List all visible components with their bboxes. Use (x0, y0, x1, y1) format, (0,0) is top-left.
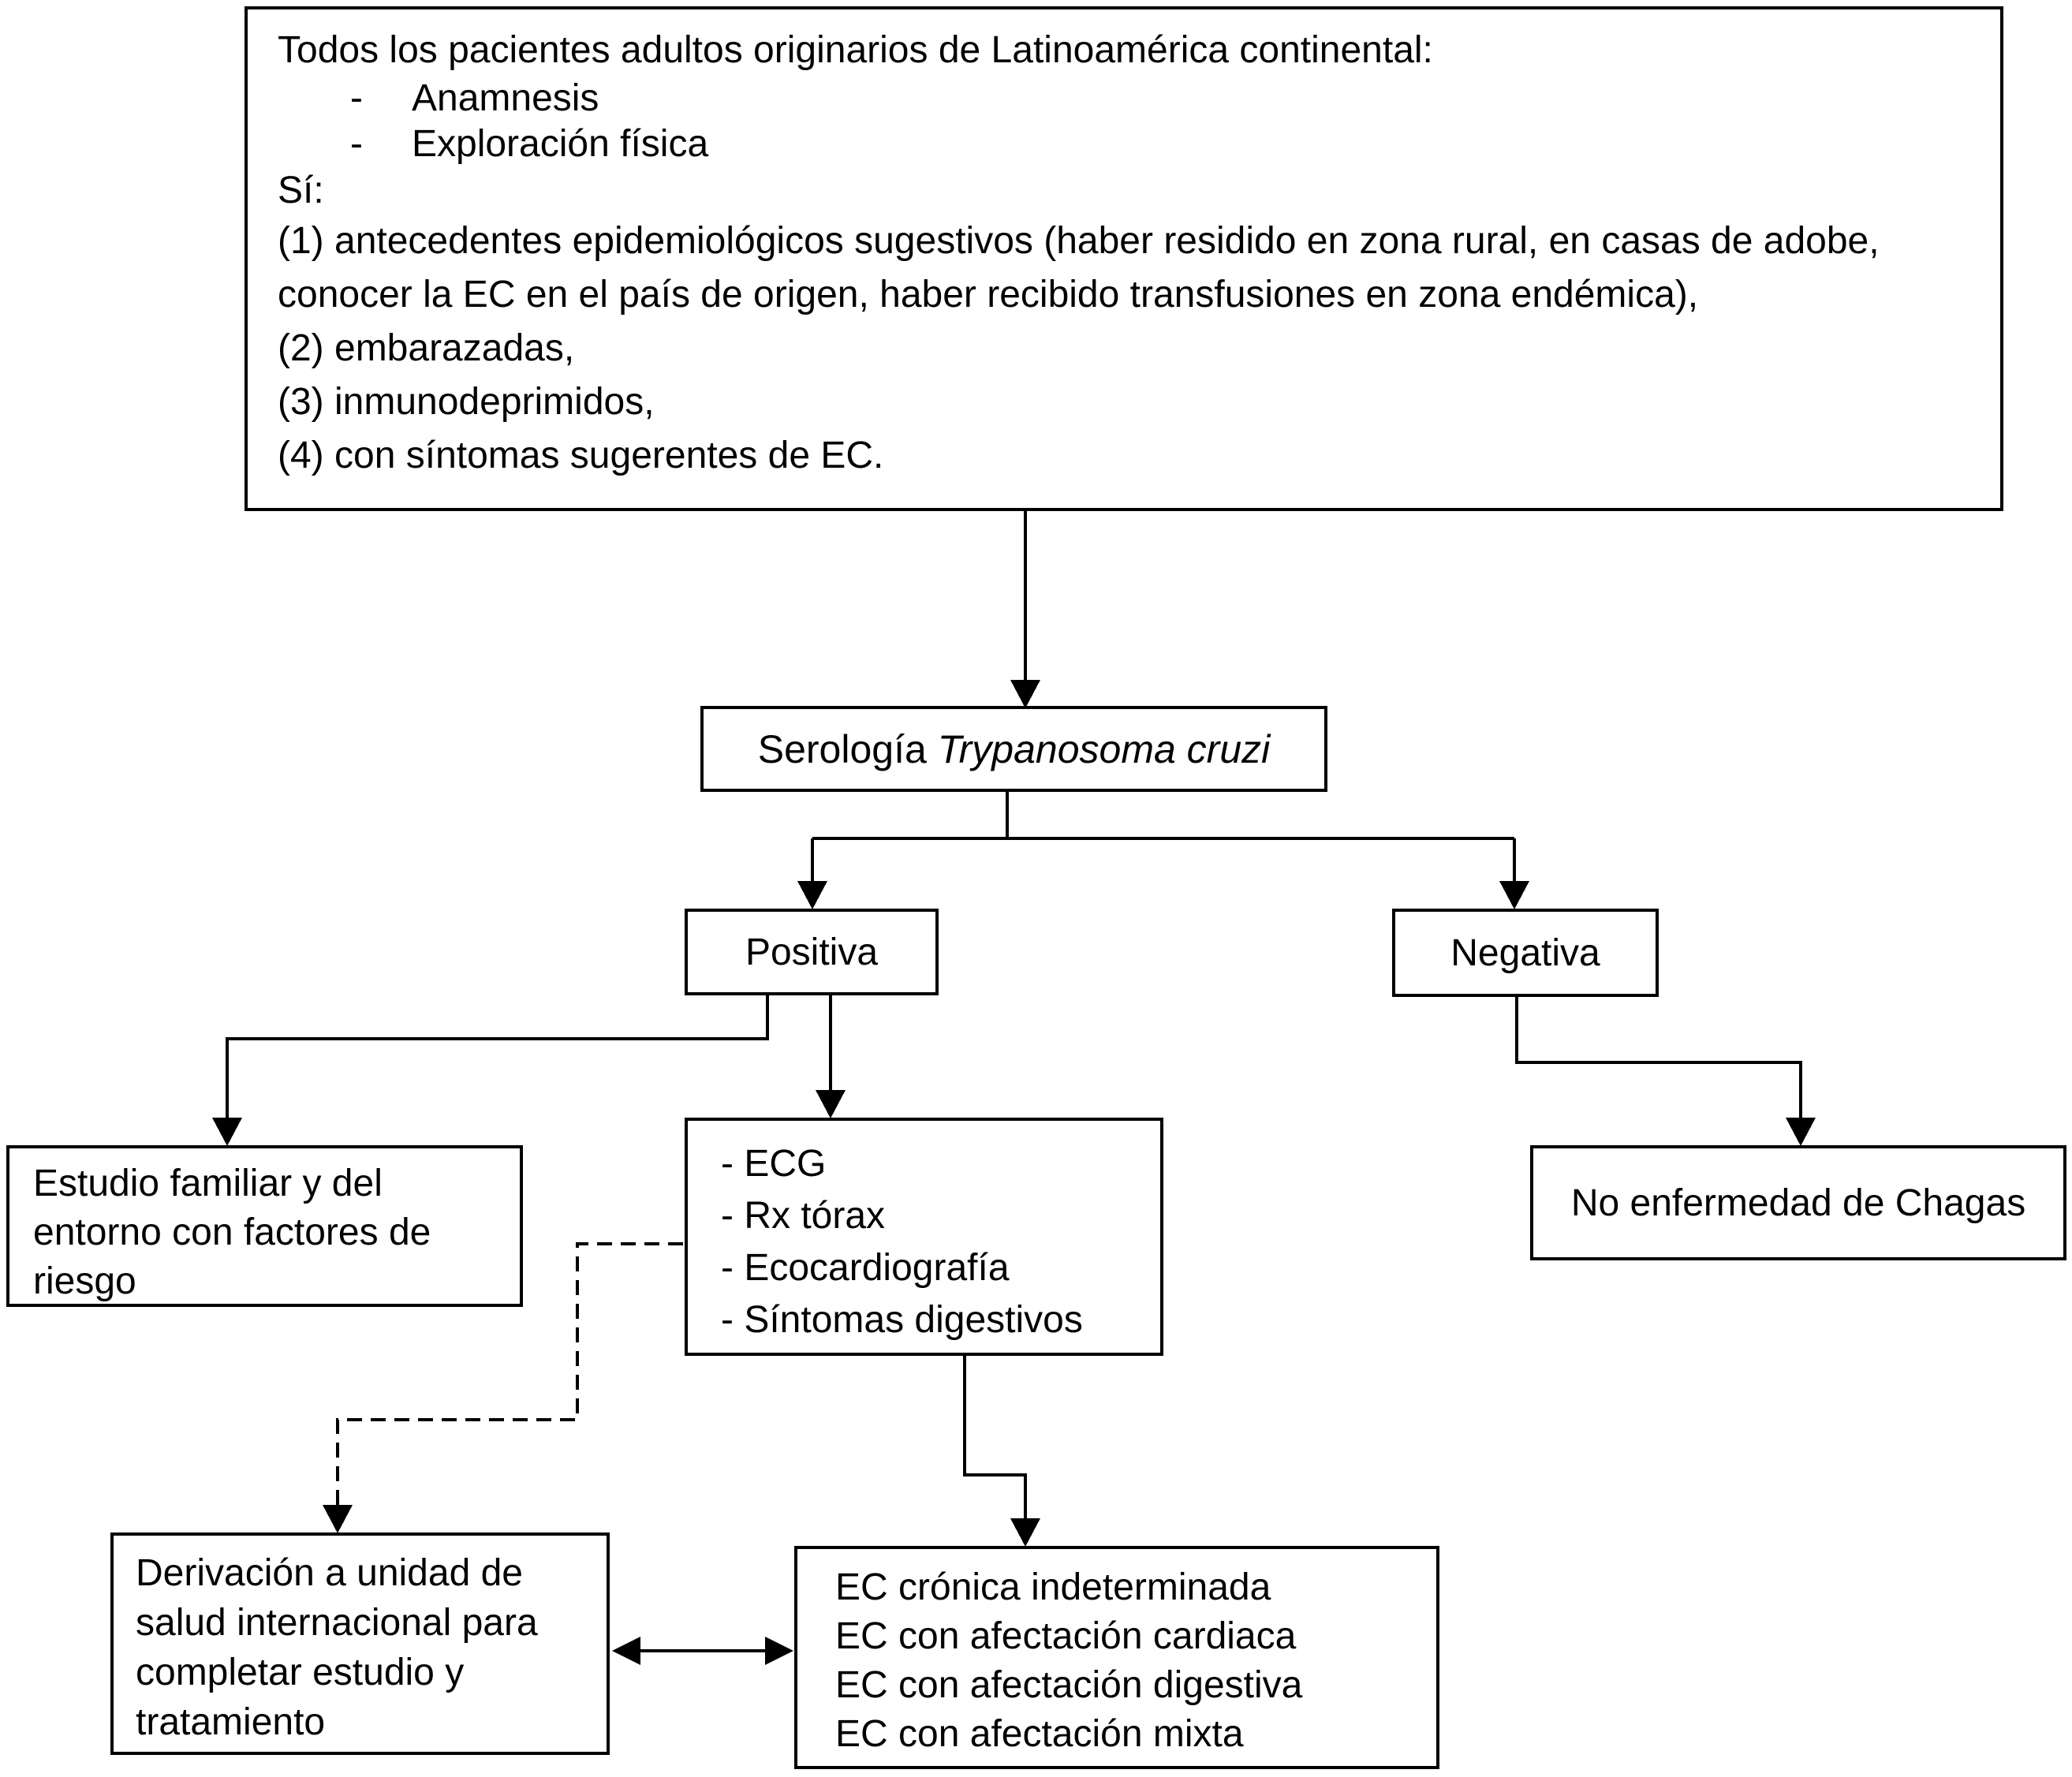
ec-outcome-item: EC crónica indeterminada (835, 1566, 1271, 1608)
derivacion-line: Derivación a unidad de (136, 1552, 523, 1594)
serologia-label: Serología (757, 726, 927, 771)
arrow-serologia-to-positiva-negativa (797, 792, 1529, 909)
ec-outcome-item: EC con afectación digestiva (835, 1664, 1303, 1706)
criteria-line-4: (4) con síntomas sugerentes de EC. (278, 435, 884, 476)
serologia-species-label: Trypanosoma cruzi (937, 726, 1271, 771)
prueba-item: - ECG (721, 1143, 827, 1185)
no-chagas-box: No enfermedad de Chagas (1530, 1145, 2066, 1260)
double-arrow-derivacion-ec (612, 1637, 793, 1665)
bullet-label: Exploración física (411, 123, 709, 165)
arrow-negativa-to-nochagas (1515, 997, 1816, 1146)
negativa-box: Negativa (1392, 909, 1659, 997)
arrow-ecg-to-ec-outcomes (963, 1356, 1040, 1547)
arrow-positiva-to-ecg (816, 995, 846, 1118)
si-label: Sí: (278, 170, 324, 211)
no-chagas-label: No enfermedad de Chagas (1570, 1182, 2026, 1224)
criteria-line-1: (1) antecedentes epidemiológicos sugesti… (278, 220, 1880, 262)
ec-outcomes-box: EC crónica indeterminada EC con afectaci… (794, 1546, 1439, 1769)
arrow-topbox-to-serologia (1010, 511, 1040, 708)
derivacion-line: tratamiento (136, 1701, 326, 1743)
criteria-line-3: (3) inmunodeprimidos, (278, 381, 655, 423)
positiva-label: Positiva (745, 931, 879, 973)
estudio-line: Estudio familiar y del (33, 1163, 383, 1204)
bullet-dash-icon: - (350, 77, 363, 119)
criteria-line-1b: conocer la EC en el país de origen, habe… (278, 274, 1699, 315)
estudio-line: riesgo (33, 1260, 136, 1302)
arrow-positiva-to-estudio (212, 995, 769, 1146)
derivacion-line: completar estudio y (136, 1652, 465, 1693)
estudio-familiar-box: Estudio familiar y del entorno con facto… (6, 1145, 523, 1307)
pruebas-complementarias-box: - ECG - Rx tórax - Ecocardiografía - Sín… (685, 1118, 1163, 1356)
bullet-dash-icon: - (350, 123, 363, 165)
derivacion-line: salud internacional para (136, 1602, 538, 1644)
estudio-line: entorno con factores de (33, 1211, 431, 1253)
bullet-anamnesis: - Anamnesis (278, 76, 1984, 121)
ec-outcome-item: EC con afectación mixta (835, 1713, 1244, 1755)
criteria-line-2: (2) embarazadas, (278, 327, 575, 369)
inclusion-criteria-box: Todos los pacientes adultos originarios … (245, 6, 2003, 511)
derivacion-box: Derivación a unidad de salud internacion… (110, 1532, 610, 1755)
bullet-exploracion: - Exploración física (278, 121, 1984, 167)
bullet-label: Anamnesis (411, 77, 599, 119)
negativa-label: Negativa (1450, 931, 1600, 974)
ec-outcome-item: EC con afectación cardiaca (835, 1615, 1297, 1657)
prueba-item: - Rx tórax (721, 1195, 886, 1237)
dashed-arrow-ecg-to-derivacion (323, 1242, 683, 1533)
intro-line: Todos los pacientes adultos originarios … (278, 29, 1433, 71)
prueba-item: - Ecocardiografía (721, 1247, 1010, 1289)
prueba-item: - Síntomas digestivos (721, 1299, 1083, 1341)
positiva-box: Positiva (685, 909, 939, 995)
